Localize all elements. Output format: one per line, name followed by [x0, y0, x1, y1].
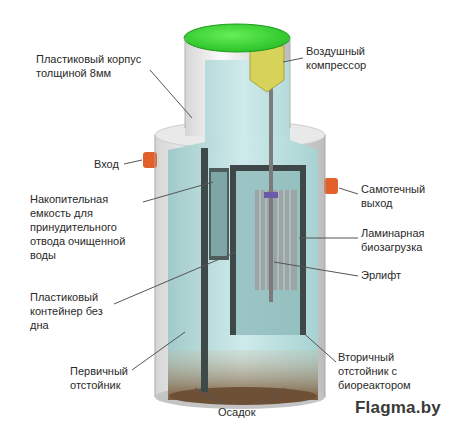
callout-label: Накопительная емкость для принудительног… [30, 192, 142, 262]
callout-label: Первичный отстойник [70, 364, 134, 392]
callout-label: Осадок [218, 405, 268, 419]
callout-label: Пластиковый корпус толщиной 8мм [36, 52, 152, 80]
callout-label: Воздушный компрессор [306, 44, 386, 72]
callout-label: Вход [94, 157, 126, 171]
callout-label: Эрлифт [361, 268, 421, 282]
callout-label: Ламинарная биозагрузка [361, 226, 441, 254]
callout-label: Пластиковый контейнер без дна [30, 290, 114, 332]
callout-label: Вторичный отстойник с биореактором [338, 350, 422, 392]
watermark: Flagma.by [355, 398, 455, 418]
callout-label: Самотечный выход [361, 182, 433, 210]
